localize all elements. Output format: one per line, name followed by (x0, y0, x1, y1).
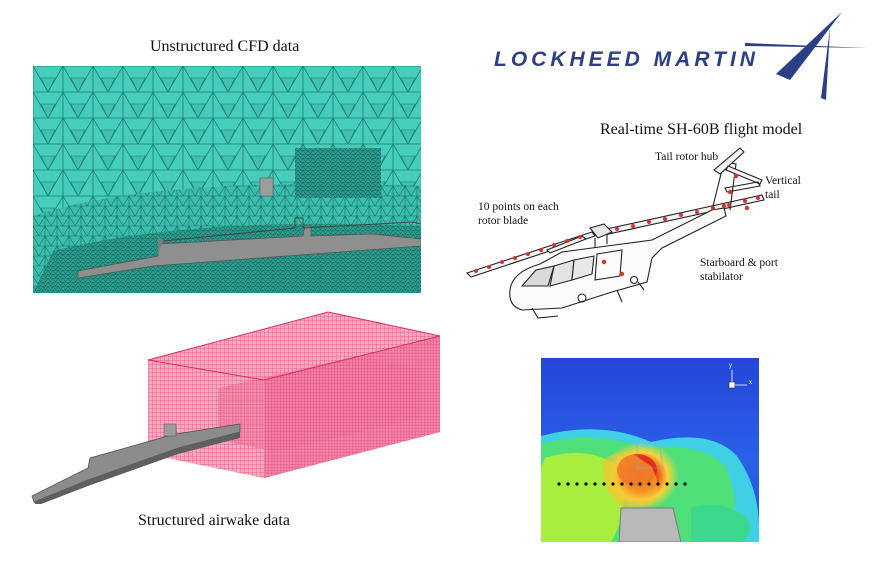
contour-axis-x-label: x (749, 380, 752, 386)
lockheed-star-logo-icon (745, 12, 868, 100)
label-vertical-tail-1: Vertical (765, 175, 801, 187)
label-stabilator-2: stabilator (700, 271, 743, 283)
cfd-mesh-image (33, 66, 421, 293)
label-tail-rotor-hub: Tail rotor hub (655, 151, 719, 163)
airwake-grid-image (31, 311, 441, 504)
label-rotor-blade-2: rotor blade (478, 215, 529, 227)
sh60b-helicopter-drawing (465, 147, 765, 319)
label-vertical-tail-2: tail (765, 189, 780, 201)
lockheed-martin-logo-text: LOCKHEED MARTIN (494, 48, 759, 71)
cfd-caption: Unstructured CFD data (150, 38, 300, 55)
label-stabilator-1: Starboard & port (700, 257, 778, 269)
airwake-caption: Structured airwake data (138, 512, 290, 529)
airwake-contour-plot (541, 358, 759, 542)
contour-axis-y-label: y (729, 363, 732, 369)
flight-model-caption: Real-time SH-60B flight model (600, 121, 803, 138)
label-rotor-blade-1: 10 points on each (478, 201, 559, 213)
